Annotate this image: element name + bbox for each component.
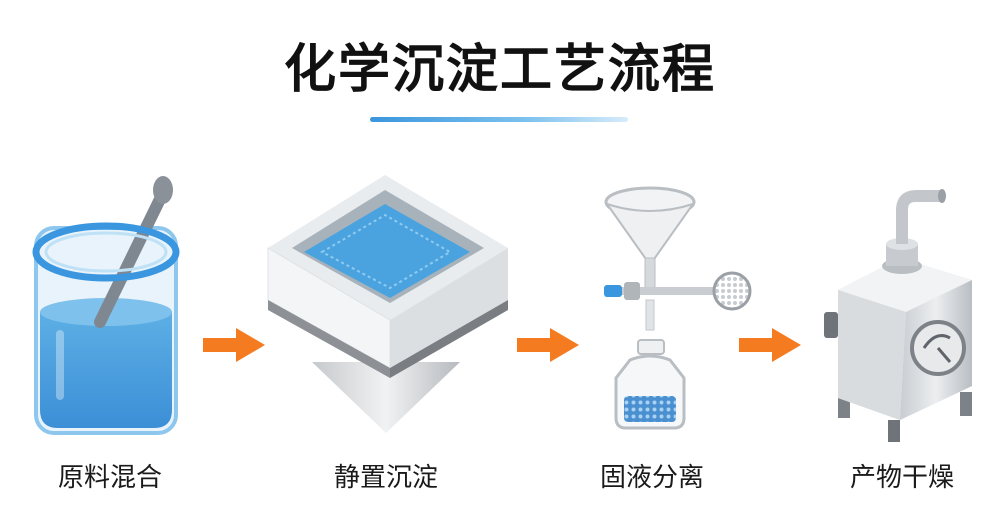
title-underline (370, 117, 628, 122)
flow-arrow-1 (203, 328, 265, 362)
beaker-with-stirrer-icon (32, 176, 180, 435)
step-label-raw-material-mixing: 原料混合 (57, 463, 162, 493)
drying-oven-icon (824, 189, 972, 442)
step-label-settling: 静置沉淀 (333, 463, 438, 493)
flow-arrow-2 (517, 328, 579, 362)
step-label-product-drying: 产物干燥 (849, 463, 954, 493)
flow-arrow-3 (739, 328, 801, 362)
funnel-filtration-icon (604, 186, 752, 430)
diagram-title: 化学沉淀工艺流程 (283, 40, 716, 100)
step-label-solid-liquid-separation: 固液分离 (599, 463, 704, 493)
settling-tank-icon (267, 175, 508, 433)
